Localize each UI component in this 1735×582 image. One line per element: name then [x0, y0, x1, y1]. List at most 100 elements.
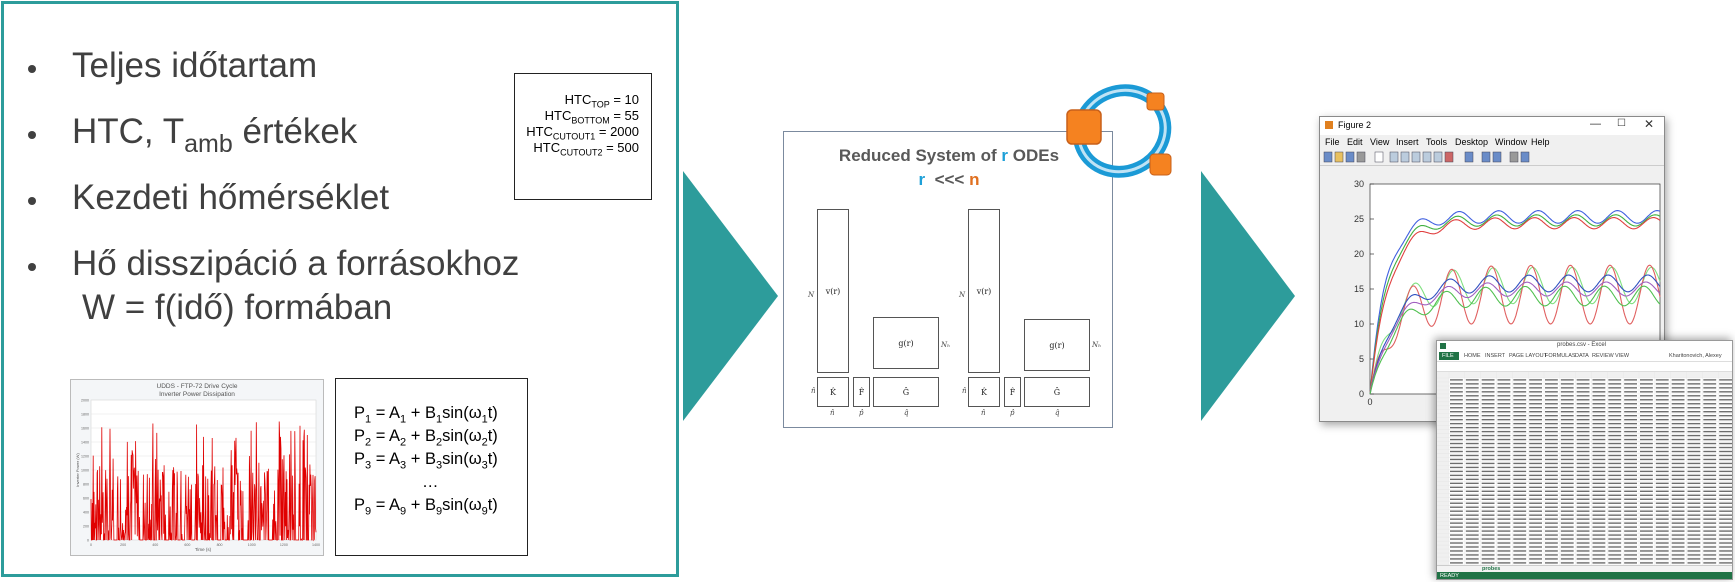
cell-value [1655, 542, 1669, 544]
menu-desktop[interactable]: Desktop [1455, 137, 1489, 147]
cell-value [1576, 418, 1590, 421]
cell-value [1481, 470, 1495, 473]
chart-subtitle: Inverter Power Dissipation [159, 391, 235, 398]
sheet-tab-probes[interactable]: probes [1482, 566, 1501, 572]
cell-value [1703, 526, 1717, 528]
menu-window[interactable]: Window [1495, 137, 1528, 147]
tab-review[interactable]: REVIEW [1592, 353, 1614, 359]
toolbar-icons[interactable] [1320, 149, 1580, 165]
cell-value [1703, 454, 1717, 457]
cell-value [1703, 522, 1717, 524]
cell-value [1608, 494, 1622, 496]
cell-value [1560, 438, 1574, 441]
cell-value [1608, 466, 1622, 469]
minimize-button[interactable]: — [1590, 118, 1601, 130]
cell-value [1624, 399, 1637, 401]
cell-value [1719, 434, 1732, 437]
cell-value [1481, 490, 1495, 492]
menu-edit[interactable]: Edit [1347, 137, 1363, 147]
formula-bar[interactable] [1437, 362, 1732, 372]
menu-insert[interactable]: Insert [1396, 137, 1419, 147]
menu-tools[interactable]: Tools [1426, 137, 1448, 147]
cell-value [1450, 542, 1463, 544]
label-nhat-right: n̂ [981, 409, 986, 417]
cell-value [1560, 411, 1574, 413]
cell-value [1529, 387, 1542, 389]
tab-page-layout[interactable]: PAGE LAYOUT [1509, 353, 1548, 359]
cell-value [1481, 486, 1495, 489]
cell-value [1513, 550, 1527, 552]
maximize-button[interactable]: ☐ [1617, 118, 1626, 129]
cell-value [1529, 502, 1542, 504]
y-tick-label: 0 [87, 539, 89, 543]
cell-value [1687, 426, 1701, 429]
cell-value [1687, 558, 1701, 560]
cell-value [1703, 510, 1717, 512]
cell-value [1497, 522, 1511, 524]
cell-value [1481, 546, 1495, 548]
cell-value [1640, 422, 1653, 425]
cell-value [1513, 446, 1527, 449]
cell-value [1640, 490, 1653, 492]
cell-value [1465, 530, 1479, 532]
cell-value [1671, 538, 1685, 540]
tab-file[interactable]: FILE [1442, 353, 1454, 359]
tab-formulas[interactable]: FORMULAS [1545, 353, 1576, 359]
cell-value [1465, 538, 1479, 540]
cell-value [1671, 502, 1685, 504]
menu-file[interactable]: File [1325, 137, 1340, 147]
cell-value [1640, 446, 1653, 449]
cell-value [1608, 474, 1622, 477]
close-button[interactable]: ✕ [1644, 117, 1655, 131]
cell-value [1481, 518, 1495, 520]
cell-value [1545, 446, 1558, 449]
cell-value [1703, 514, 1717, 516]
cell-value [1481, 450, 1495, 453]
y-tick-label: 1800 [81, 413, 89, 417]
cell-value [1545, 498, 1558, 500]
cell-value [1640, 554, 1653, 556]
y-tick-label: 0 [1359, 389, 1364, 399]
cell-value [1497, 518, 1511, 520]
cell-value [1465, 518, 1479, 520]
tab-home[interactable]: HOME [1464, 353, 1481, 359]
cell-value [1545, 399, 1558, 401]
cell-value [1703, 414, 1717, 417]
cell-value [1719, 399, 1732, 401]
spreadsheet-grid[interactable] [1437, 372, 1733, 565]
cell-value [1576, 538, 1590, 540]
cell-value [1529, 538, 1542, 540]
cell-value [1624, 454, 1637, 457]
cell-value [1481, 494, 1495, 496]
cell-value [1529, 542, 1542, 544]
cell-value [1576, 434, 1590, 437]
cell-value [1640, 442, 1653, 445]
cell-value [1481, 387, 1495, 389]
cell-value [1497, 446, 1511, 449]
bullet-htc: HTC, Tamb értékek [72, 112, 358, 158]
menu-view[interactable]: View [1370, 137, 1390, 147]
cell-value [1497, 379, 1511, 381]
cell-value [1624, 438, 1637, 441]
cell-value [1671, 482, 1685, 485]
cell-value [1560, 526, 1574, 528]
cell-value [1450, 426, 1463, 429]
tab-data[interactable]: DATA [1575, 353, 1589, 359]
cell-value [1608, 458, 1622, 461]
cell-value [1465, 426, 1479, 429]
cell-value [1450, 430, 1463, 433]
cell-value [1592, 387, 1606, 389]
cell-value [1687, 434, 1701, 437]
cell-value [1529, 442, 1542, 445]
cell-value [1560, 530, 1574, 532]
window-titlebar: Figure 2 — ☐ ✕ [1320, 117, 1664, 135]
tab-view[interactable]: VIEW [1615, 353, 1630, 359]
cell-value [1576, 438, 1590, 441]
cell-value [1624, 482, 1637, 485]
cell-value [1671, 442, 1685, 445]
menu-help[interactable]: Help [1531, 137, 1550, 147]
cell-value [1576, 379, 1590, 381]
tab-insert[interactable]: INSERT [1485, 353, 1506, 359]
cell-value [1560, 482, 1574, 485]
cell-value [1608, 518, 1622, 520]
